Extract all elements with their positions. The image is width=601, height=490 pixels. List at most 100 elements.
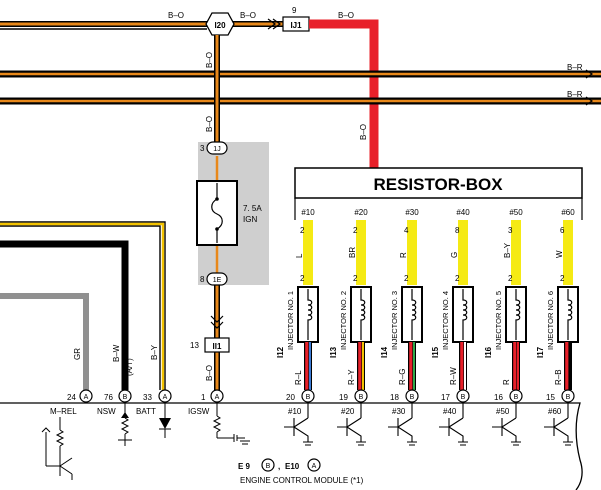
injector-1-wire-top-label: L — [295, 253, 304, 258]
bus-arrow-icon-2 — [585, 96, 594, 106]
ecu-conn-e9: E 9 — [238, 462, 251, 471]
injector-1-connector: I12 — [276, 346, 285, 358]
connector-ij1-label: IJ1 — [290, 21, 302, 30]
highlighted-wire-red — [309, 19, 379, 168]
bus-line-label-2: B–R — [567, 90, 583, 99]
injector-3-ecu-terminal: #30 — [392, 407, 406, 416]
injector-1-coil-icon — [307, 289, 313, 340]
resistor-box-input-wire-label: B–O — [359, 124, 368, 140]
injector-6-ecu-pin-number: 15 — [546, 393, 555, 402]
injector-1-driver-transistor-icon — [284, 402, 313, 446]
injector-6-mid-pin: 2 — [560, 274, 565, 283]
pin-1j-label: 1J — [213, 146, 220, 153]
injector-5-coil-icon — [515, 289, 521, 340]
resistor-box-terminal-5: #50 — [509, 208, 523, 217]
wire-b-y — [0, 221, 166, 390]
pin-76-number: 76 — [104, 393, 113, 402]
injector-1-ecu-pin-number: 20 — [286, 393, 295, 402]
injector-6-coil-icon — [567, 289, 573, 340]
injector-3-wire-top-label: R — [399, 252, 408, 258]
pin-igsw-number: 1 — [201, 393, 206, 402]
resistor-box-terminal-2: #20 — [354, 208, 368, 217]
connector-ii1-label: II1 — [213, 342, 222, 351]
injector-5-ecu-pin-number: 16 — [494, 393, 503, 402]
ecu-conn-e10-circle — [307, 458, 321, 472]
pin-igsw-conn: A — [215, 394, 220, 401]
injector-4-name: INJECTOR NO. 4 — [441, 291, 450, 350]
double-arrow-icon — [210, 315, 224, 329]
at-label: (A/T) — [125, 358, 134, 376]
injector-5-wire-bottom-label: R — [502, 379, 511, 385]
pin-1j-number: 3 — [200, 144, 205, 153]
top-arrow-icon — [267, 18, 282, 30]
injector-1-top-pin: 2 — [300, 226, 305, 235]
injector-2-ecu-pin-conn: B — [359, 394, 364, 401]
injector-3-coil-icon — [411, 289, 417, 340]
igsw-internal-icon — [212, 402, 250, 445]
injector-3-driver-transistor-icon — [388, 402, 417, 446]
injector-5-wire-top-label: B–Y — [503, 242, 512, 258]
wire-gr-label: GR — [73, 348, 82, 360]
terminal-nsw: NSW — [97, 407, 116, 416]
resistor-box — [294, 167, 583, 199]
m-rel-transistor-icon — [45, 417, 73, 480]
vertical-wire-label-2: B–O — [205, 116, 214, 132]
pin-1j-oval — [206, 141, 228, 155]
injector-2-ecu-terminal: #20 — [341, 407, 355, 416]
injector-6-connector: I17 — [536, 346, 545, 358]
injector-4-driver-transistor-icon — [439, 402, 468, 446]
injector-3-top-pin: 4 — [404, 226, 409, 235]
ecu-conn-e9-circle — [261, 458, 275, 472]
injector-4-mid-pin: 2 — [455, 274, 460, 283]
terminal-m-rel: M–REL — [50, 407, 77, 416]
resistor-box-title: RESISTOR-BOX — [373, 175, 503, 194]
pin-24-conn: A — [84, 394, 89, 401]
top-wire-label-left: B–O — [168, 11, 184, 20]
injector-1-name: INJECTOR NO. 1 — [286, 291, 295, 350]
injector-2-connector: I13 — [329, 346, 338, 358]
vertical-wire-label-3: B–O — [205, 365, 214, 381]
resistor-box-terminals: #10#20#30#40#50#60 — [301, 208, 575, 217]
injector-3-name: INJECTOR NO. 3 — [390, 291, 399, 350]
injector-6-ecu-pin-conn: B — [566, 394, 571, 401]
pin-1e-number: 8 — [200, 275, 205, 284]
vertical-wire-label-1: B–O — [205, 52, 214, 68]
injector-3-connector: I14 — [380, 346, 389, 358]
injector-5-connector: I16 — [484, 346, 493, 358]
top-wire-b-o — [0, 21, 283, 30]
wire-gr — [0, 293, 89, 390]
top-wire-label-mid: B–O — [240, 11, 256, 20]
injector-1-ecu-terminal: #10 — [288, 407, 302, 416]
connector-i20-hexagon — [205, 12, 235, 36]
resistor-box-terminal-4: #40 — [456, 208, 470, 217]
injector-4-ecu-pin-conn: B — [461, 394, 466, 401]
injector-4-wire-top-label: G — [450, 252, 459, 258]
bus-line-label-1: B–R — [567, 63, 583, 72]
injector-6-ecu-terminal: #60 — [548, 407, 562, 416]
injector-2-name: INJECTOR NO. 2 — [339, 291, 348, 350]
terminal-igsw: IGSW — [188, 407, 210, 416]
ecu-conn-sep: , — [278, 462, 280, 471]
wire-b-w-label: B–W — [112, 344, 121, 362]
injector-3-ecu-pin-conn: B — [410, 394, 415, 401]
injector-2-ecu-pin-number: 19 — [339, 393, 348, 402]
injector-1-wire-bottom-label: R–L — [294, 370, 303, 385]
fuse-name: IGN — [243, 215, 257, 224]
injector-1-mid-pin: 2 — [300, 274, 305, 283]
connector-ii1-number: 13 — [190, 341, 199, 350]
injector-2-coil-icon — [360, 289, 366, 340]
injector-6-wire-bottom-label: R–B — [554, 369, 563, 385]
ecu-conn-e9-letter: B — [266, 463, 271, 470]
injector-6-driver-transistor-icon — [544, 402, 573, 446]
resistor-box-terminal-6: #60 — [561, 208, 575, 217]
injector-4-top-pin: 8 — [455, 226, 460, 235]
injector-4-connector: I15 — [431, 346, 440, 358]
injector-5-ecu-pin-conn: B — [514, 394, 519, 401]
pin-24-number: 24 — [67, 393, 76, 402]
injector-4-ecu-terminal: #40 — [443, 407, 457, 416]
injector-6-name: INJECTOR NO. 6 — [546, 291, 555, 350]
ecu-boundary — [0, 402, 583, 490]
nsw-internal-icon — [118, 402, 132, 446]
injector-2-wire-bottom-label: R–Y — [347, 369, 356, 385]
